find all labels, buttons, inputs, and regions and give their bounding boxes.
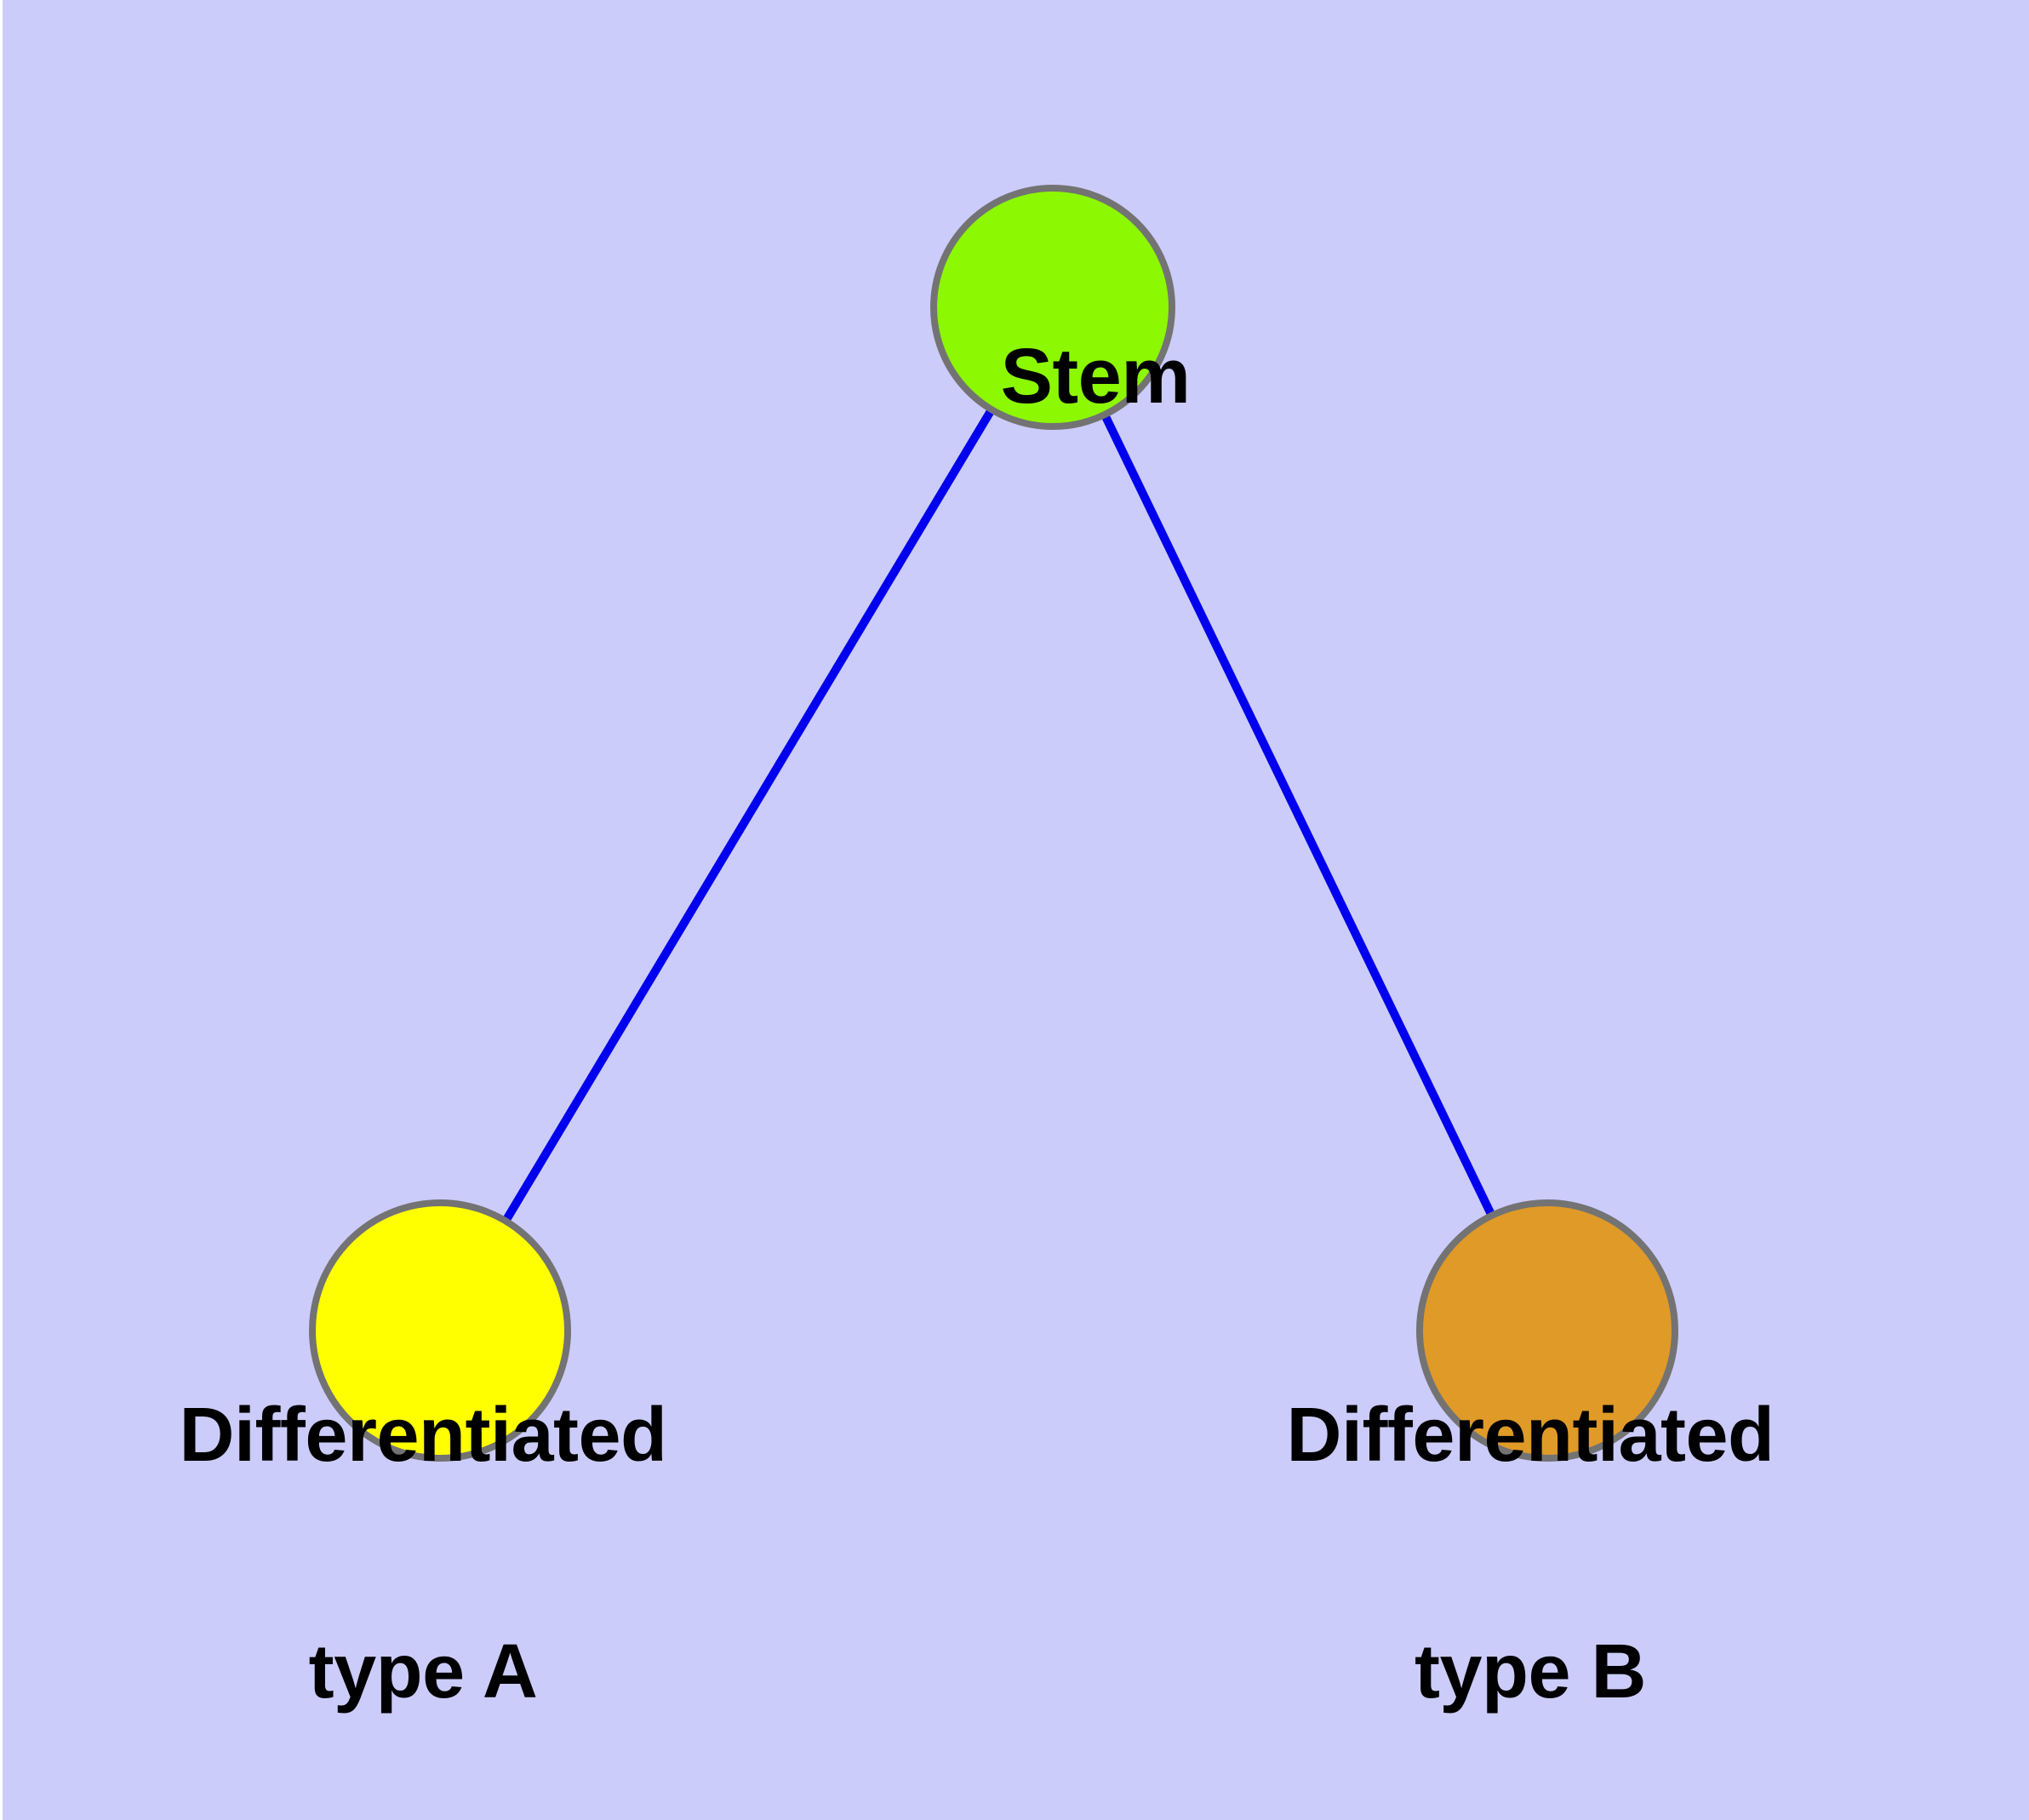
edge-stem-to-differentiated-type-a[interactable] [436, 305, 1057, 1333]
node-stem[interactable] [930, 185, 1175, 430]
node-differentiated-type-a[interactable] [309, 1199, 571, 1462]
edge-layer [436, 305, 1552, 1333]
edge-stem-to-differentiated-type-b[interactable] [1049, 305, 1552, 1333]
node-layer [309, 185, 1678, 1462]
node-differentiated-type-b[interactable] [1416, 1199, 1678, 1462]
